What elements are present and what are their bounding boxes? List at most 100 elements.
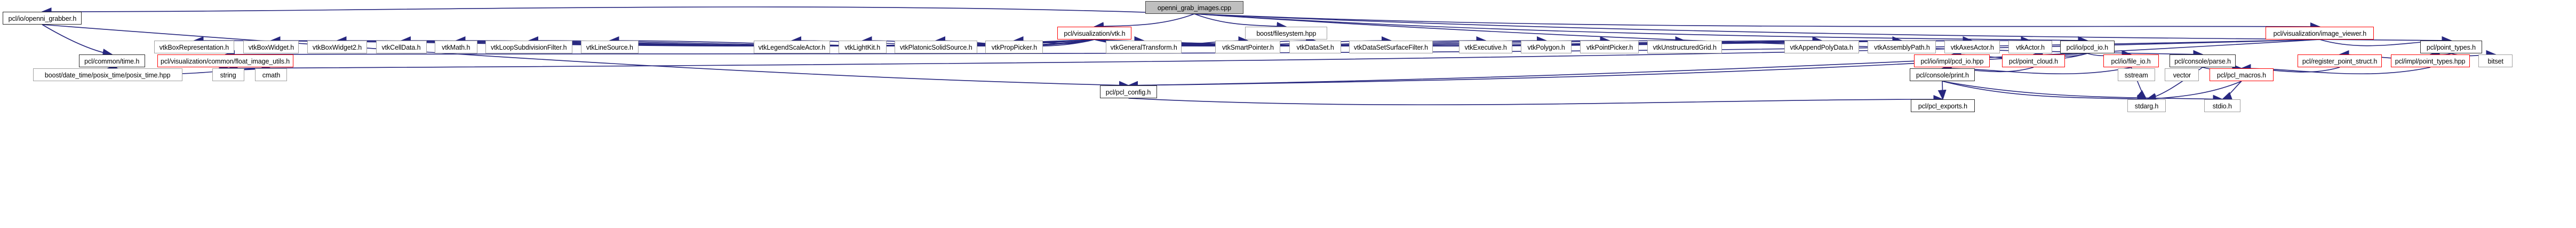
graph-edge xyxy=(41,6,1195,17)
graph-node-label: pcl/console/parse.h xyxy=(2174,57,2231,65)
graph-node[interactable]: pcl/register_point_struct.h xyxy=(2298,54,2382,67)
graph-edge xyxy=(1942,81,2223,104)
graph-edge xyxy=(1128,95,1944,106)
graph-node-label: vtkDataSetSurfaceFilter.h xyxy=(1353,43,1429,51)
graph-node[interactable]: pcl/console/parse.h xyxy=(2170,54,2236,67)
graph-node[interactable]: pcl/visualization/vtk.h xyxy=(1057,27,1131,40)
graph-node-label: vtkBoxWidget2.h xyxy=(312,43,362,51)
graph-node-label: vtkPropPicker.h xyxy=(991,43,1037,51)
graph-node-label: pcl/io/file_io.h xyxy=(2111,57,2151,65)
graph-node[interactable]: pcl/io/file_io.h xyxy=(2103,54,2159,67)
graph-node-label: vtkAppendPolyData.h xyxy=(1790,43,1854,51)
graph-node[interactable]: vtkDataSet.h xyxy=(1289,41,1341,53)
graph-node-label: boost/filesystem.hpp xyxy=(1256,29,1316,37)
graph-node-label: vector xyxy=(2173,70,2191,79)
graph-node[interactable]: pcl/visualization/common/float_image_uti… xyxy=(157,54,293,67)
graph-edge xyxy=(1942,81,2148,104)
graph-node-label: vtkUnstructuredGrid.h xyxy=(1653,43,1717,51)
graph-node[interactable]: vtkExecutive.h xyxy=(1459,41,1512,53)
graph-node[interactable]: vtkActor.h xyxy=(2008,41,2052,53)
graph-node[interactable]: vtkPolygon.h xyxy=(1521,41,1572,53)
graph-node[interactable]: vtkBoxWidget2.h xyxy=(307,41,367,53)
graph-node-label: vtkMath.h xyxy=(442,43,470,51)
graph-node-label: vtkBoxWidget.h xyxy=(248,43,294,51)
graph-node[interactable]: pcl/pcl_config.h xyxy=(1100,85,1157,98)
graph-node-label: vtkDataSet.h xyxy=(1296,43,1334,51)
graph-node[interactable]: vtkCellData.h xyxy=(376,41,427,53)
graph-node[interactable]: vtkAppendPolyData.h xyxy=(1784,41,1859,53)
graph-node[interactable]: vtkGeneralTransform.h xyxy=(1106,41,1182,53)
graph-node[interactable]: pcl/pcl_macros.h xyxy=(2210,68,2274,81)
graph-node[interactable]: boost/date_time/posix_time/posix_time.hp… xyxy=(33,68,182,81)
graph-node-label: sstream xyxy=(2125,70,2148,79)
graph-node-label: vtkLightKit.h xyxy=(844,43,881,51)
graph-node-label: cmath xyxy=(262,70,280,79)
graph-node-label: vtkSmartPointer.h xyxy=(1222,43,1274,51)
graph-node-label: vtkAssemblyPath.h xyxy=(1873,43,1930,51)
graph-edge xyxy=(1093,13,1195,31)
graph-node[interactable]: pcl/common/time.h xyxy=(79,54,145,67)
graph-node-label: vtkBoxRepresentation.h xyxy=(159,43,229,51)
graph-node-label: bitset xyxy=(2487,57,2503,65)
graph-node[interactable]: vtkDataSetSurfaceFilter.h xyxy=(1349,41,1433,53)
graph-node[interactable]: vtkAxesActor.h xyxy=(1944,41,2000,53)
graph-node[interactable]: vtkUnstructuredGrid.h xyxy=(1647,41,1722,53)
graph-node[interactable]: openni_grab_images.cpp xyxy=(1145,1,1243,14)
graph-node[interactable]: vtkAssemblyPath.h xyxy=(1868,41,1936,53)
graph-node[interactable]: pcl/pcl_exports.h xyxy=(1911,99,1975,112)
graph-node-label: vtkAxesActor.h xyxy=(1950,43,1994,51)
graph-node[interactable]: pcl/point_types.h xyxy=(2420,41,2482,53)
graph-node[interactable]: vtkLineSource.h xyxy=(581,41,639,53)
graph-node[interactable]: sstream xyxy=(2118,68,2155,81)
graph-node[interactable]: vtkLegendScaleActor.h xyxy=(754,41,830,53)
graph-edge xyxy=(2146,81,2242,103)
graph-node[interactable]: vtkLoopSubdivisionFilter.h xyxy=(485,41,572,53)
graph-node-label: pcl/visualization/vtk.h xyxy=(1063,29,1126,37)
graph-node-label: string xyxy=(220,70,236,79)
graph-node[interactable]: pcl/impl/point_types.hpp xyxy=(2391,54,2470,67)
graph-node[interactable]: stdio.h xyxy=(2204,99,2240,112)
graph-node-label: stdio.h xyxy=(2212,101,2232,110)
graph-node[interactable]: string xyxy=(212,68,244,81)
graph-node-label: pcl/register_point_struct.h xyxy=(2302,57,2378,65)
graph-node-label: pcl/pcl_config.h xyxy=(1106,88,1151,96)
graph-node[interactable]: vtkPlatonicSolidSource.h xyxy=(895,41,977,53)
graph-node-label: pcl/io/impl/pcd_io.hpp xyxy=(1920,57,1983,65)
graph-node-label: vtkPointPicker.h xyxy=(1586,43,1633,51)
graph-node-label: pcl/common/time.h xyxy=(84,57,140,65)
graph-edge xyxy=(1194,13,2321,31)
graph-node[interactable]: pcl/point_cloud.h xyxy=(2002,54,2065,67)
graph-node-label: vtkExecutive.h xyxy=(1464,43,1507,51)
graph-node[interactable]: vtkBoxRepresentation.h xyxy=(154,41,234,53)
graph-node-label: vtkPolygon.h xyxy=(1527,43,1565,51)
graph-node[interactable]: stdarg.h xyxy=(2127,99,2166,112)
graph-node[interactable]: pcl/io/openni_grabber.h xyxy=(3,12,82,25)
graph-edge xyxy=(42,24,113,57)
graph-node[interactable]: pcl/console/print.h xyxy=(1910,68,1975,81)
graph-node[interactable]: vtkPointPicker.h xyxy=(1580,41,1639,53)
graph-node-label: vtkActor.h xyxy=(2016,43,2045,51)
graph-node-label: vtkCellData.h xyxy=(382,43,421,51)
graph-edge xyxy=(1937,81,1947,100)
graph-node[interactable]: boost/filesystem.hpp xyxy=(1245,27,1327,40)
graph-node-label: vtkLegendScaleActor.h xyxy=(758,43,826,51)
graph-node[interactable]: bitset xyxy=(2478,54,2513,67)
graph-node-label: openni_grab_images.cpp xyxy=(1157,3,1232,12)
graph-node-label: pcl/io/openni_grabber.h xyxy=(8,14,76,22)
graph-node[interactable]: vtkLightKit.h xyxy=(839,41,887,53)
graph-node-label: pcl/pcl_macros.h xyxy=(2216,70,2267,79)
graph-node[interactable]: pcl/io/impl/pcd_io.hpp xyxy=(1914,54,1990,67)
graph-node[interactable]: vector xyxy=(2165,68,2199,81)
graph-node[interactable]: pcl/visualization/image_viewer.h xyxy=(2266,27,2374,40)
graph-node[interactable]: vtkMath.h xyxy=(435,41,477,53)
graph-node-label: pcl/impl/point_types.hpp xyxy=(2395,57,2466,65)
graph-edge xyxy=(1194,13,2088,45)
graph-node[interactable]: pcl/io/pcd_io.h xyxy=(2060,41,2115,53)
graph-node[interactable]: vtkPropPicker.h xyxy=(985,41,1043,53)
graph-node-label: vtkLineSource.h xyxy=(586,43,634,51)
graph-node[interactable]: vtkSmartPointer.h xyxy=(1215,41,1280,53)
graph-node-label: pcl/visualization/image_viewer.h xyxy=(2273,29,2366,37)
graph-node[interactable]: vtkBoxWidget.h xyxy=(243,41,299,53)
graph-node[interactable]: cmath xyxy=(255,68,287,81)
graph-node-label: vtkPlatonicSolidSource.h xyxy=(899,43,972,51)
